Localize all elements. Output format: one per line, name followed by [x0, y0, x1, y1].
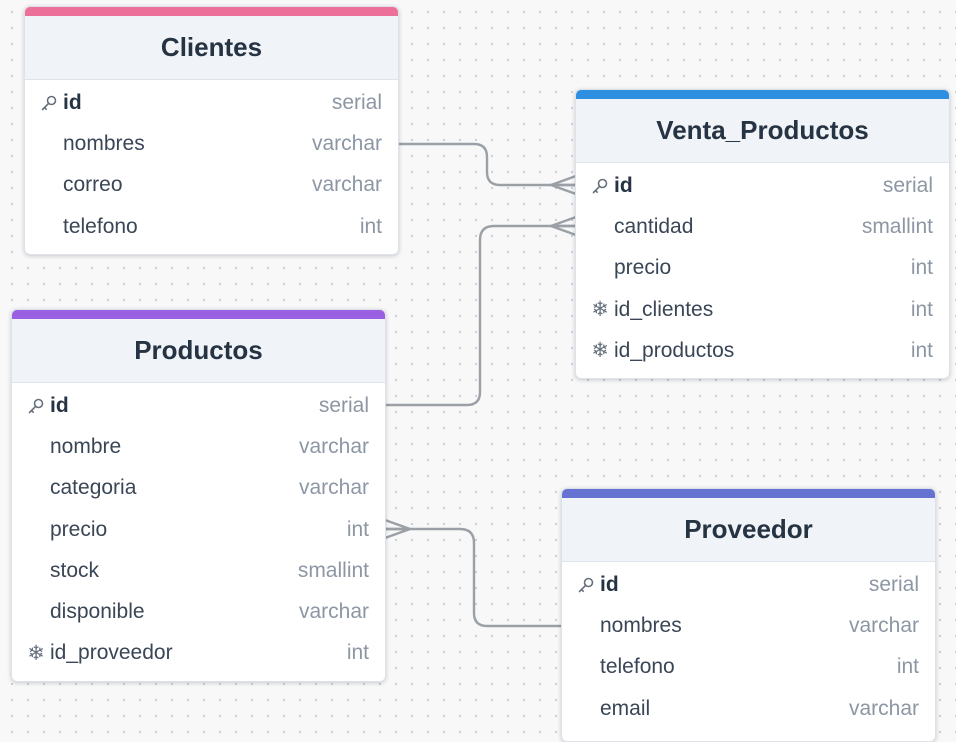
column-row-telefono[interactable]: telefono int: [562, 647, 935, 688]
table-clientes[interactable]: Clientes id serial nombres varchar correo var…: [24, 6, 399, 255]
column-name: telefono: [600, 655, 675, 679]
column-name: precio: [614, 256, 672, 280]
table-color-bar: [25, 7, 398, 16]
column-type: varchar: [848, 613, 919, 637]
column-row-telefono[interactable]: telefono int: [25, 206, 398, 247]
column-type: int: [346, 641, 369, 665]
column-type: serial: [318, 393, 369, 417]
column-name: id: [600, 572, 619, 596]
key-icon: [39, 93, 59, 113]
column-type: varchar: [311, 131, 382, 155]
column-name: id: [63, 90, 82, 114]
table-title: Proveedor: [562, 498, 935, 562]
column-type: int: [346, 517, 369, 541]
column-list: id serial nombre varchar categoria varchar pre…: [12, 383, 385, 674]
column-row-id[interactable]: id serial: [25, 82, 398, 123]
column-name: cantidad: [614, 214, 694, 238]
column-row-nombres[interactable]: nombres varchar: [562, 605, 935, 646]
column-name: stock: [50, 558, 100, 582]
column-row-precio[interactable]: precio int: [12, 509, 385, 550]
column-name: nombres: [600, 613, 682, 637]
column-type: int: [910, 338, 933, 362]
column-name: nombre: [50, 434, 122, 458]
column-type: int: [910, 256, 933, 280]
column-row-id-clientes[interactable]: ❄id_clientes int: [576, 289, 949, 330]
table-proveedor[interactable]: Proveedor id serial nombres varchar telefono…: [561, 488, 936, 742]
connector-proveedor-productos[interactable]: [385, 527, 562, 628]
column-type: int: [910, 297, 933, 321]
connector-productos-venta[interactable]: [385, 224, 576, 407]
column-type: serial: [882, 173, 933, 197]
column-type: serial: [331, 90, 382, 114]
column-row-id[interactable]: id serial: [12, 385, 385, 426]
crowfoot-venta-id: [547, 174, 577, 196]
column-row-id-proveedor[interactable]: ❄id_proveedor int: [12, 633, 385, 674]
column-type: smallint: [861, 214, 933, 238]
column-type: int: [359, 214, 382, 238]
column-row-nombres[interactable]: nombres varchar: [25, 123, 398, 164]
column-type: smallint: [297, 558, 369, 582]
column-row-precio[interactable]: precio int: [576, 248, 949, 289]
column-name: correo: [63, 173, 123, 197]
column-row-id-productos[interactable]: ❄id_productos int: [576, 330, 949, 371]
connector-clientes-venta[interactable]: [398, 142, 576, 187]
column-name: categoria: [50, 476, 137, 500]
column-name: email: [600, 696, 651, 720]
column-row-correo[interactable]: correo varchar: [25, 165, 398, 206]
column-name: id_clientes: [614, 297, 714, 321]
column-name: id: [614, 173, 633, 197]
column-type: serial: [868, 572, 919, 596]
column-row-disponible[interactable]: disponible varchar: [12, 591, 385, 632]
column-row-categoria[interactable]: categoria varchar: [12, 468, 385, 509]
snowflake-icon: ❄: [27, 640, 45, 665]
column-type: varchar: [298, 600, 369, 624]
column-type: varchar: [298, 476, 369, 500]
column-name: id_productos: [614, 338, 735, 362]
column-name: precio: [50, 517, 108, 541]
key-icon: [26, 396, 46, 416]
column-list: id serial nombres varchar telefono int email va…: [562, 562, 935, 729]
column-row-stock[interactable]: stock smallint: [12, 550, 385, 591]
column-type: int: [896, 655, 919, 679]
crowfoot-productos-precio: [384, 518, 414, 540]
column-type: varchar: [848, 696, 919, 720]
column-row-email[interactable]: email varchar: [562, 688, 935, 729]
column-row-cantidad[interactable]: cantidad smallint: [576, 206, 949, 247]
table-color-bar: [12, 310, 385, 319]
table-color-bar: [576, 90, 949, 99]
table-color-bar: [562, 489, 935, 498]
column-row-id[interactable]: id serial: [562, 564, 935, 605]
snowflake-icon: ❄: [591, 338, 609, 363]
table-title: Venta_Productos: [576, 99, 949, 163]
key-icon: [576, 575, 596, 595]
table-title: Productos: [12, 319, 385, 383]
table-venta-productos[interactable]: Venta_Productos id serial cantidad smallint…: [575, 89, 950, 379]
key-icon: [590, 176, 610, 196]
column-name: id: [50, 393, 69, 417]
column-type: varchar: [298, 434, 369, 458]
column-name: nombres: [63, 131, 145, 155]
table-title: Clientes: [25, 16, 398, 80]
column-name: id_proveedor: [50, 641, 173, 665]
column-name: disponible: [50, 600, 145, 624]
crowfoot-venta-cantidad: [547, 215, 577, 237]
snowflake-icon: ❄: [591, 297, 609, 322]
column-name: telefono: [63, 214, 138, 238]
column-list: id serial nombres varchar correo varchar telef…: [25, 80, 398, 247]
column-row-nombre[interactable]: nombre varchar: [12, 426, 385, 467]
column-type: varchar: [311, 173, 382, 197]
column-row-id[interactable]: id serial: [576, 165, 949, 206]
